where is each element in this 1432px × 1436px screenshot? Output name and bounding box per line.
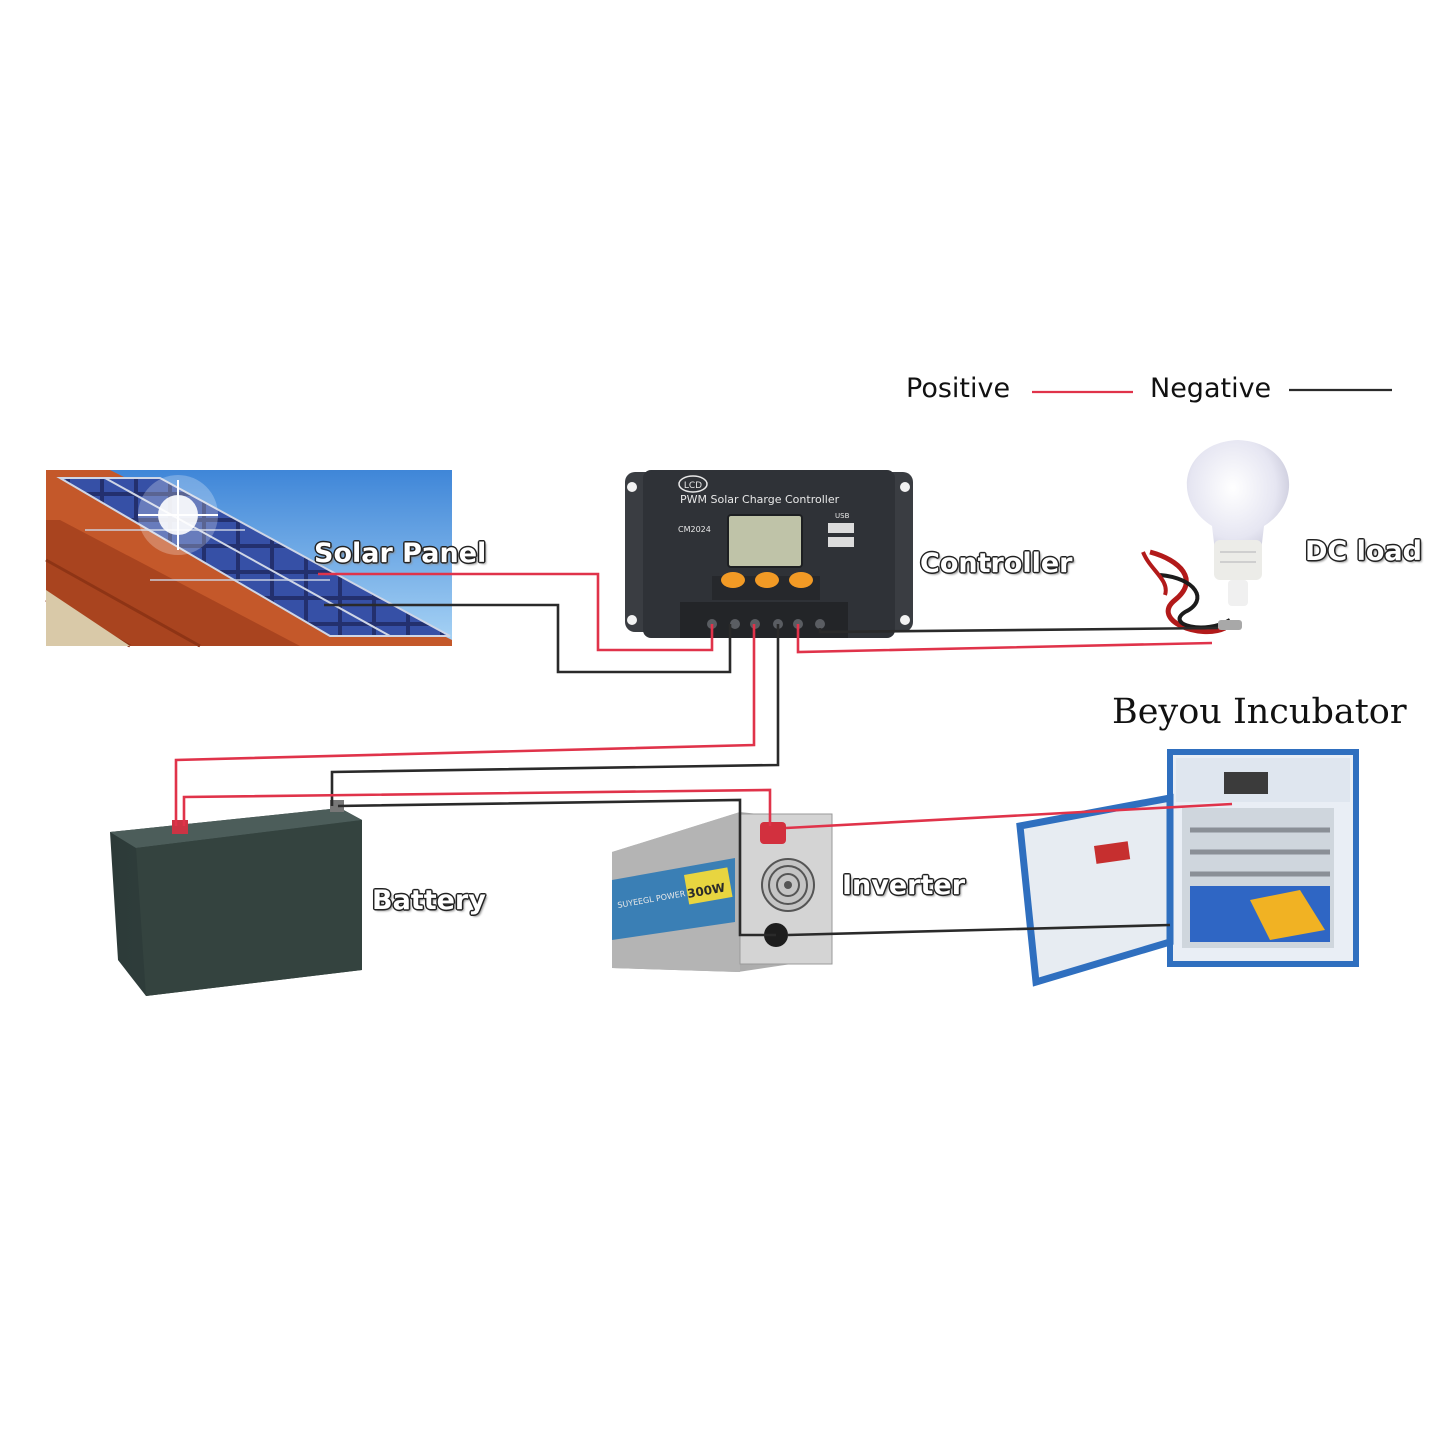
inverter-badge: 300W bbox=[686, 881, 726, 901]
light-bulb-icon bbox=[1186, 440, 1290, 606]
load-negative-wire bbox=[818, 626, 1219, 634]
incubator-image bbox=[1016, 749, 1359, 987]
inverter-label: Inverter bbox=[842, 870, 966, 901]
solar-panel-label: Solar Panel bbox=[314, 538, 487, 569]
inverter-negative-wire bbox=[337, 798, 776, 937]
controller-button bbox=[789, 572, 813, 588]
battery-negative-terminal bbox=[330, 800, 344, 812]
controller-usb: USB bbox=[835, 512, 850, 520]
solar-panel-image bbox=[45, 470, 452, 648]
battery-positive-terminal bbox=[172, 820, 188, 834]
inverter-image: SUYEEGL POWER 300W bbox=[612, 812, 833, 972]
solar-negative-wire bbox=[324, 603, 732, 674]
incubator-title: Beyou Incubator bbox=[1112, 692, 1407, 732]
controller-brand: LCD bbox=[684, 481, 702, 491]
wiring bbox=[174, 388, 1392, 937]
load-positive-wire bbox=[796, 624, 1213, 654]
controller-button bbox=[755, 572, 779, 588]
fan-icon bbox=[761, 858, 815, 912]
battery-image bbox=[110, 800, 362, 996]
controller-model: CM2024 bbox=[678, 525, 711, 534]
inverter-positive-wire bbox=[182, 788, 772, 826]
controller-name: PWM Solar Charge Controller bbox=[680, 493, 840, 506]
battery-negative-wire bbox=[330, 624, 780, 806]
charge-controller: LCD PWM Solar Charge Controller CM2024 U… bbox=[625, 470, 913, 638]
legend-negative-label: Negative bbox=[1150, 373, 1272, 404]
incubator-negative-wire bbox=[787, 923, 1171, 937]
legend-positive-label: Positive bbox=[906, 373, 1011, 404]
battery-positive-wire bbox=[174, 624, 756, 826]
dc-load-image bbox=[1141, 440, 1290, 635]
incubator-positive-wire bbox=[785, 802, 1233, 830]
controller-label: Controller bbox=[920, 548, 1073, 579]
solar-positive-wire bbox=[318, 572, 714, 652]
dc-load-label: DC load bbox=[1305, 536, 1422, 567]
sun-icon bbox=[138, 475, 218, 555]
inverter-positive-terminal bbox=[760, 822, 786, 844]
lcd-screen bbox=[727, 514, 803, 568]
battery-label: Battery bbox=[372, 885, 486, 916]
controller-button bbox=[721, 572, 745, 588]
